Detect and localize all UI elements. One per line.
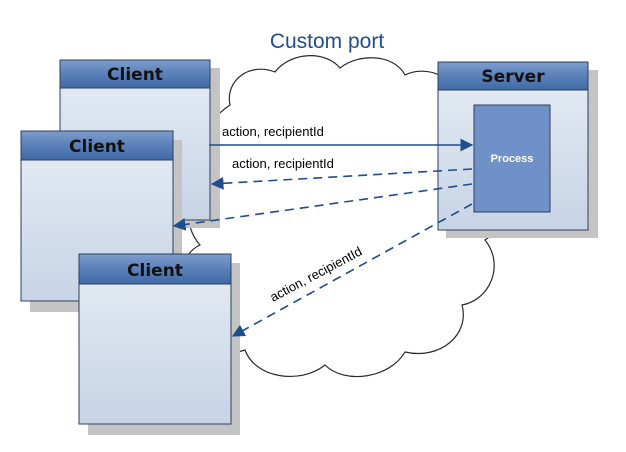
server-label: Server bbox=[481, 67, 545, 87]
response-arrow-1 bbox=[210, 168, 473, 190]
client-label: Client bbox=[69, 137, 125, 157]
diagram-title: Custom port bbox=[270, 30, 385, 53]
arrow-label-response-1: action, recipientId bbox=[232, 156, 334, 171]
client-box-3: Client bbox=[78, 253, 240, 435]
response-arrow-2 bbox=[172, 183, 473, 231]
response-arrow-3 bbox=[231, 203, 473, 337]
process-label: Process bbox=[491, 153, 534, 165]
arrow-label-request: action, recipientId bbox=[222, 124, 324, 139]
client-label: Client bbox=[107, 65, 163, 85]
server-box: Server Process bbox=[437, 61, 598, 238]
client-label: Client bbox=[127, 261, 183, 281]
process-box bbox=[473, 104, 551, 213]
